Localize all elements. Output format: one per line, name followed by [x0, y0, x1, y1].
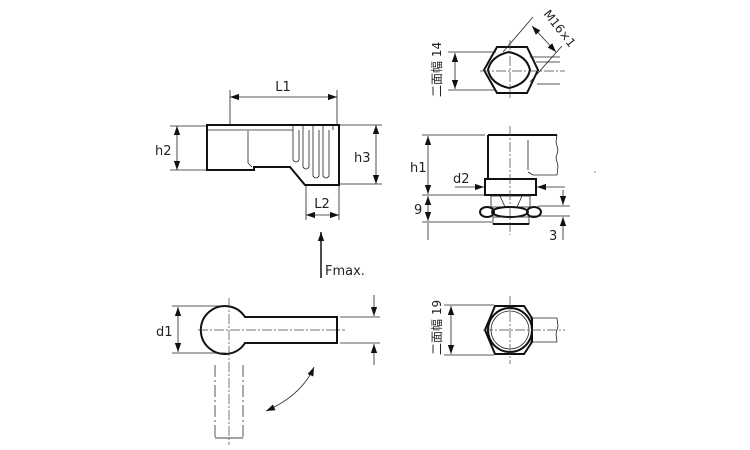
label-h1: h1: [410, 161, 427, 176]
side-view: L1 h2 h3 L2 Fmax.: [155, 80, 382, 279]
label-d2: d2: [453, 172, 470, 187]
label-L1: L1: [275, 80, 291, 95]
front-view: h1 d2 9 3: [410, 126, 596, 244]
label-d1: d1: [156, 325, 173, 340]
label-h3: h3: [354, 151, 371, 166]
top-hex-view: 二面幅 14 M16×1: [429, 7, 578, 100]
lever-top-view: d1: [156, 295, 380, 445]
label-h2: h2: [155, 144, 172, 159]
bottom-hex-view: 二面幅 19: [429, 296, 565, 364]
label-across-flats-19: 二面幅 19: [429, 300, 444, 355]
label-9: 9: [414, 203, 422, 218]
label-3: 3: [549, 229, 557, 244]
label-across-flats-14: 二面幅 14: [429, 42, 444, 97]
label-fmax: Fmax.: [325, 264, 365, 279]
label-thread: M16×1: [541, 7, 579, 50]
label-L2: L2: [314, 197, 330, 212]
